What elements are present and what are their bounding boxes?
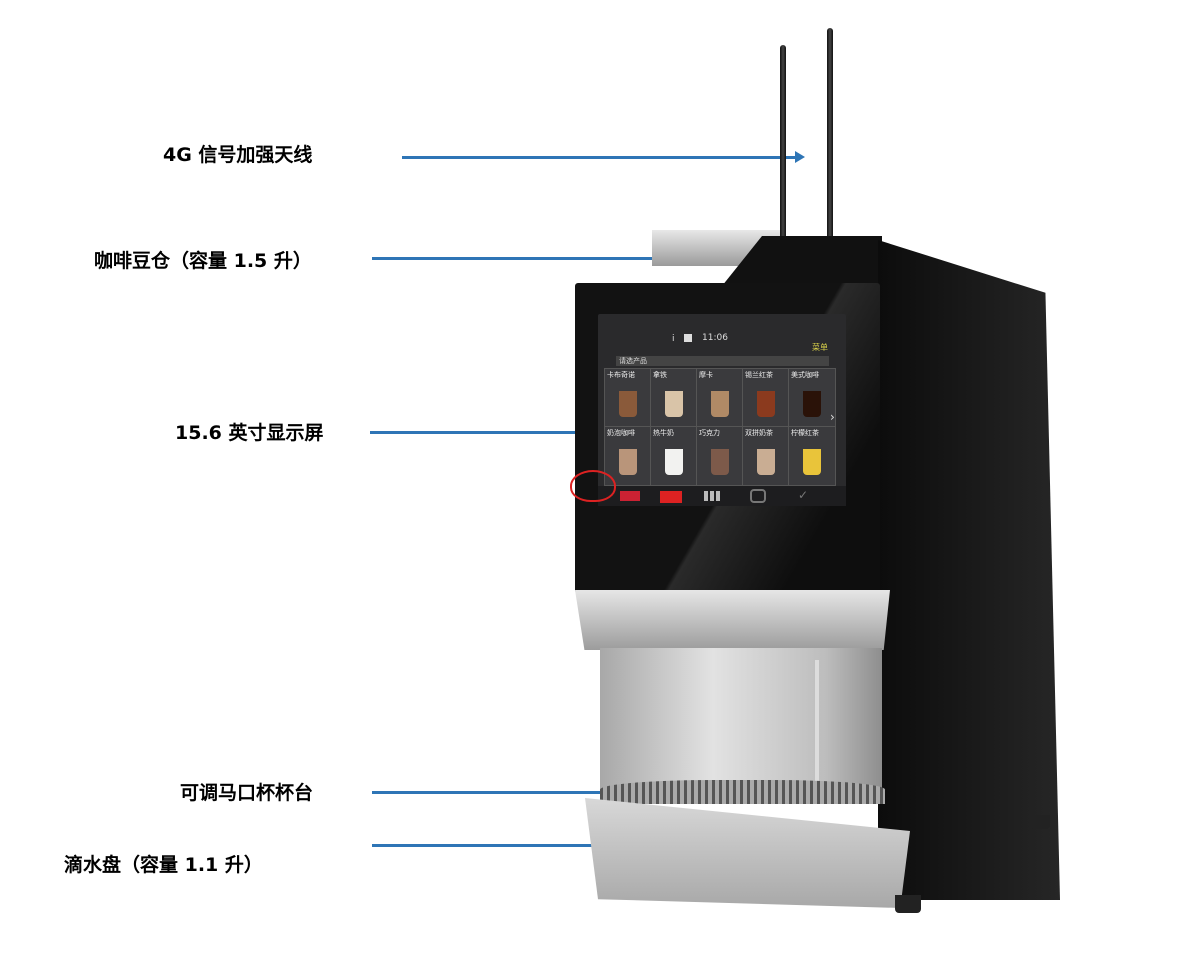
drink-cup-icon bbox=[665, 391, 683, 417]
drink-cup-icon bbox=[665, 449, 683, 475]
product-tile[interactable]: 拿铁 bbox=[650, 368, 698, 428]
cup-stand-pole bbox=[815, 660, 819, 800]
drink-cup-icon bbox=[711, 449, 729, 475]
bottom-toolbar: ✓ bbox=[598, 486, 846, 506]
product-name: 双拼奶茶 bbox=[745, 429, 773, 437]
product-name: 卡布奇诺 bbox=[607, 371, 635, 379]
dispensing-alcove bbox=[600, 648, 882, 798]
drink-cup-icon bbox=[711, 391, 729, 417]
info-icon[interactable]: i bbox=[672, 334, 675, 344]
product-name: 巧克力 bbox=[699, 429, 720, 437]
refresh-icon[interactable] bbox=[750, 489, 766, 503]
product-name: 摩卡 bbox=[699, 371, 713, 379]
drip-tray bbox=[585, 798, 910, 908]
product-tile[interactable]: 美式咖啡 bbox=[788, 368, 836, 428]
drink-cup-icon bbox=[757, 391, 775, 417]
side-panel bbox=[878, 240, 1060, 900]
product-tile[interactable]: 巧克力 bbox=[696, 426, 744, 486]
drink-cup-icon bbox=[803, 449, 821, 475]
callout-antenna: 4G 信号加强天线 bbox=[163, 144, 313, 166]
cup-icon bbox=[684, 334, 692, 342]
grid-icon[interactable] bbox=[704, 491, 722, 501]
confirm-icon[interactable]: ✓ bbox=[798, 488, 809, 502]
antenna-left bbox=[780, 45, 786, 250]
product-tile[interactable]: 摩卡 bbox=[696, 368, 744, 428]
map-icon[interactable] bbox=[620, 491, 640, 501]
drink-cup-icon bbox=[757, 449, 775, 475]
menu-button[interactable]: 菜单 bbox=[812, 343, 828, 352]
product-name: 锡兰红茶 bbox=[745, 371, 773, 379]
cup-stand-grate bbox=[600, 780, 885, 804]
product-name: 美式咖啡 bbox=[791, 371, 819, 379]
drink-cup-icon bbox=[619, 449, 637, 475]
callout-cup-stand: 可调马口杯杯台 bbox=[180, 782, 314, 804]
next-page-icon[interactable]: › bbox=[830, 410, 835, 424]
product-name: 热牛奶 bbox=[653, 429, 674, 437]
callout-drip-tray: 滴水盘（容量 1.1 升） bbox=[64, 854, 263, 876]
cat-logo-icon bbox=[570, 470, 616, 502]
arrow-display bbox=[370, 426, 616, 438]
product-tile[interactable]: 热牛奶 bbox=[650, 426, 698, 486]
product-tile[interactable]: 锡兰红茶 bbox=[742, 368, 790, 428]
steel-band bbox=[575, 590, 890, 650]
product-name: 奶泡咖啡 bbox=[607, 429, 635, 437]
product-name: 柠檬红茶 bbox=[791, 429, 819, 437]
callout-display: 15.6 英寸显示屏 bbox=[175, 422, 324, 444]
prompt-bar: 请选产品 bbox=[616, 356, 829, 366]
product-tile[interactable]: 双拼奶茶 bbox=[742, 426, 790, 486]
product-tile[interactable]: 柠檬红茶 bbox=[788, 426, 836, 486]
product-name: 拿铁 bbox=[653, 371, 667, 379]
callout-bean-hopper: 咖啡豆仓（容量 1.5 升） bbox=[94, 250, 312, 272]
china-flag-icon[interactable] bbox=[660, 491, 682, 503]
antenna-right bbox=[827, 28, 833, 243]
arrow-antenna bbox=[402, 151, 805, 163]
product-tile[interactable]: 奶泡咖啡 bbox=[604, 426, 652, 486]
product-tile[interactable]: 卡布奇诺 bbox=[604, 368, 652, 428]
touch-display[interactable]: i 11:06 菜单 请选产品 卡布奇诺 拿铁 摩卡 锡兰红茶 美式咖啡奶泡咖啡 热牛奶 巧… bbox=[598, 314, 846, 506]
arrow-bean-hopper bbox=[372, 252, 665, 264]
drink-cup-icon bbox=[803, 391, 821, 417]
drink-cup-icon bbox=[619, 391, 637, 417]
clock: 11:06 bbox=[702, 333, 728, 343]
